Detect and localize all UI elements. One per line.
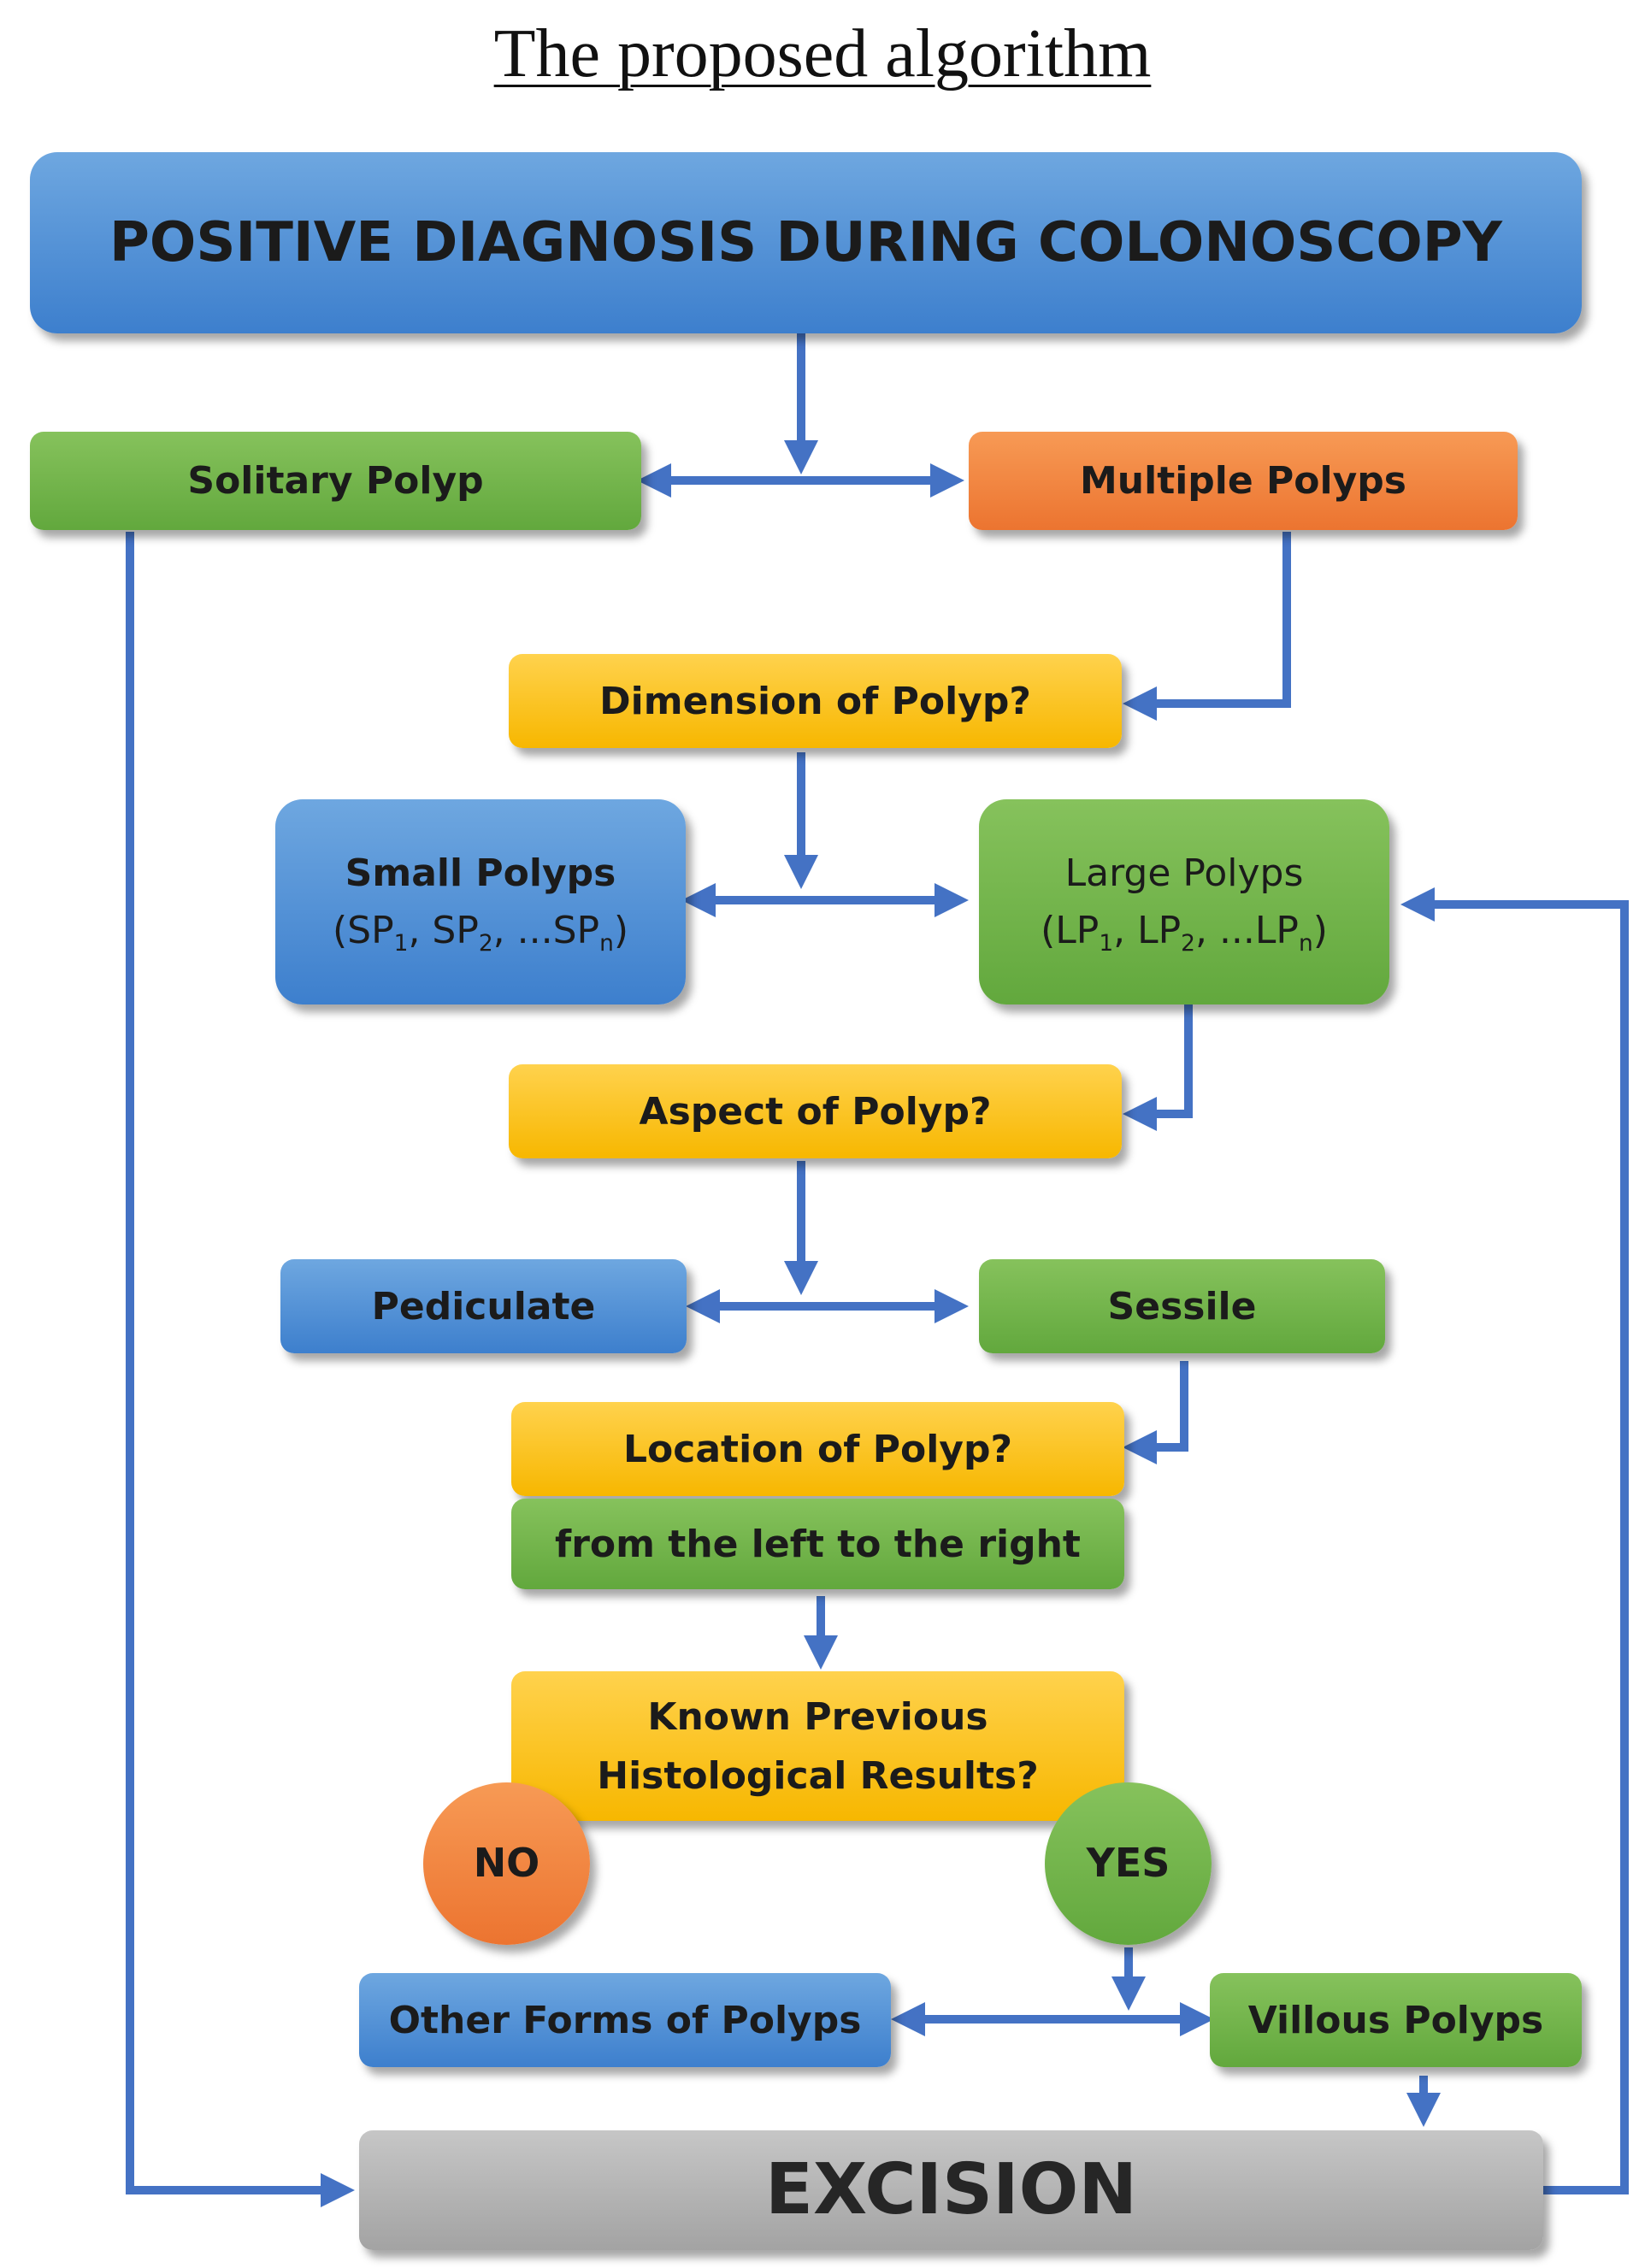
direction-box: from the left to the right (511, 1499, 1124, 1589)
pediculate-box: Pediculate (280, 1259, 687, 1353)
small-polyps-label: Small Polyps (345, 851, 616, 895)
arrow-excision-to-large (1400, 887, 1629, 2194)
diagnosis-box: POSITIVE DIAGNOSIS DURING COLONOSCOPY (30, 152, 1582, 333)
large-polyps-label: Large Polyps (1064, 851, 1304, 895)
yes-circle: YES (1045, 1782, 1212, 1945)
location-question-box: Location of Polyp? (511, 1402, 1124, 1496)
small-polyps-list: (SP1, SP2, ...SPn) (333, 909, 628, 957)
large-polyps-list: (LP1, LP2, ...LPn) (1041, 909, 1328, 957)
dimension-question-box: Dimension of Polyp? (509, 654, 1122, 748)
arrow-sessile-to-location (1123, 1361, 1188, 1464)
villous-polyps-box: Villous Polyps (1210, 1973, 1582, 2067)
arrow-multiple-to-dimension (1123, 532, 1291, 721)
histology-question-box: Known Previous Histological Results? (511, 1671, 1124, 1821)
arrow-solitary-to-excision (126, 532, 355, 2207)
excision-box: EXCISION (359, 2130, 1543, 2250)
multiple-polyps-box: Multiple Polyps (969, 432, 1518, 530)
aspect-question-box: Aspect of Polyp? (509, 1064, 1122, 1158)
large-polyps-box: Large Polyps (LP1, LP2, ...LPn) (979, 799, 1389, 1004)
diagram-title: The proposed algorithm (493, 16, 1152, 91)
sessile-box: Sessile (979, 1259, 1385, 1353)
other-forms-box: Other Forms of Polyps (359, 1973, 891, 2067)
solitary-polyp-box: Solitary Polyp (30, 432, 641, 530)
arrow-large-to-aspect (1123, 1004, 1193, 1131)
no-circle: NO (423, 1782, 590, 1945)
small-polyps-box: Small Polyps (SP1, SP2, ...SPn) (275, 799, 686, 1004)
